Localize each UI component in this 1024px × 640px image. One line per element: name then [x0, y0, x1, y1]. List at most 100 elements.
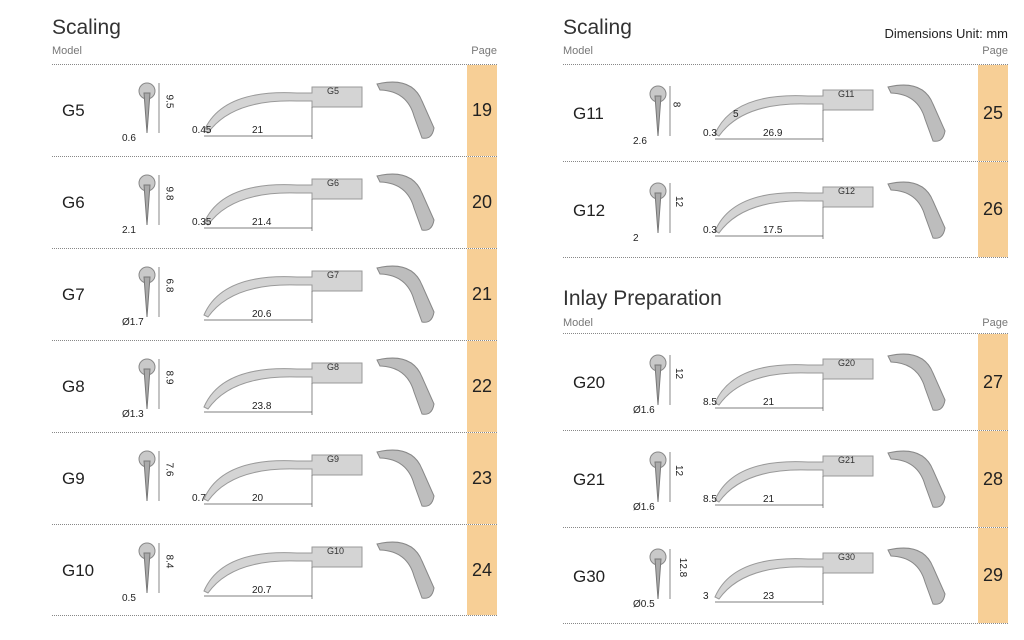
- tip-photo: [376, 173, 435, 231]
- product-row: G8 8.9 Ø1.3 G8 23.8 22: [52, 340, 497, 432]
- width-dimension: Ø1.6: [633, 404, 655, 416]
- length-dimension: 21: [763, 493, 775, 505]
- height-dimension: 12: [673, 464, 685, 476]
- front-view-illustration: [138, 542, 160, 594]
- side-view-illustration: [714, 358, 874, 411]
- tip-photo: [887, 547, 946, 605]
- product-row: G20 12 Ø1.6 G20 8.5 21 27: [563, 333, 1008, 430]
- front-view-illustration: [138, 358, 160, 410]
- tip-photo: [376, 449, 435, 507]
- front-view-illustration: [649, 354, 671, 405]
- tip-code: G10: [327, 546, 345, 556]
- side-view-illustration: [203, 454, 363, 507]
- tip-dimension: 0.3: [703, 127, 717, 139]
- width-dimension: 0.6: [122, 133, 136, 144]
- tip-code: G21: [838, 454, 856, 465]
- width-dimension: 2.1: [122, 225, 136, 236]
- length-dimension: 20: [252, 493, 264, 504]
- tip-photo: [887, 84, 946, 142]
- model-name: G11: [573, 103, 604, 123]
- page-number[interactable]: 19: [467, 65, 497, 156]
- tip-dimension: 8.5: [703, 396, 717, 408]
- page-number[interactable]: 28: [978, 431, 1008, 527]
- side-view-illustration: [203, 178, 363, 231]
- page-header: Page: [471, 45, 497, 57]
- model-name: G6: [62, 193, 85, 212]
- height-dimension: 8.4: [163, 554, 175, 569]
- side-view-illustration: [203, 86, 363, 139]
- section-title: Scaling: [52, 16, 121, 39]
- tip-photo: [376, 81, 435, 139]
- tip-photo: [376, 541, 435, 599]
- page-number[interactable]: 21: [467, 249, 497, 340]
- width-dimension: Ø1.3: [122, 409, 144, 420]
- height-dimension: 9.5: [163, 94, 175, 109]
- page-number[interactable]: 20: [467, 157, 497, 248]
- height-dimension: 12: [673, 195, 685, 207]
- product-row: G10 8.4 0.5 G10 20.7 24: [52, 524, 497, 616]
- tip-code: G5: [327, 86, 340, 96]
- tip-code: G9: [327, 454, 340, 464]
- length-dimension: 20.6: [252, 309, 272, 320]
- model-name: G30: [573, 566, 606, 586]
- page-number[interactable]: 23: [467, 433, 497, 524]
- side-view-illustration: [203, 362, 363, 415]
- model-header: Model: [563, 45, 593, 57]
- page-number[interactable]: 27: [978, 334, 1008, 430]
- side-view-illustration: [203, 270, 363, 323]
- tip-photo: [887, 450, 946, 508]
- product-row: G5 9.5 0.6 G5 0.45 21 19: [52, 64, 497, 156]
- height-dimension: 8: [670, 101, 682, 107]
- tip-code: G8: [327, 362, 340, 372]
- page-number[interactable]: 24: [467, 525, 497, 615]
- tip-dimension: 0.7: [192, 493, 206, 504]
- tip-code: G30: [838, 551, 856, 562]
- length-dimension: 20.7: [252, 585, 272, 596]
- side-view-illustration: [714, 186, 874, 239]
- front-view-illustration: [138, 174, 160, 226]
- height-dimension: 9.8: [163, 186, 175, 201]
- tip-dimension: 0.3: [703, 224, 717, 236]
- length-dimension: 23.8: [252, 401, 272, 412]
- height-dimension: 12.8: [677, 557, 689, 577]
- length-dimension: 21: [252, 125, 264, 136]
- tip-dimension: 3: [703, 590, 709, 602]
- front-view-illustration: [138, 266, 160, 318]
- product-row: G12 12 2 G12 0.3 17.5 26: [563, 161, 1008, 258]
- height-dimension: 6.8: [163, 278, 175, 293]
- width-dimension: 0.5: [122, 593, 136, 604]
- tip-dimension: 0.45: [192, 125, 212, 136]
- product-row: G30 12.8 Ø0.5 G30 3 23 29: [563, 527, 1008, 624]
- width-dimension: Ø1.7: [122, 317, 144, 328]
- tip-dimension: 8.5: [703, 493, 717, 505]
- page-number[interactable]: 26: [978, 162, 1008, 257]
- side-view-illustration: [714, 455, 874, 508]
- inlay-title: Inlay Preparation: [563, 287, 722, 310]
- tip-photo: [376, 357, 435, 415]
- model-name: G9: [62, 469, 85, 488]
- tip-dimension: 0.35: [192, 217, 212, 228]
- page-number[interactable]: 25: [978, 65, 1008, 161]
- tip-code: G12: [838, 185, 856, 196]
- model-header: Model: [563, 317, 593, 329]
- front-view-illustration: [649, 85, 671, 136]
- front-view-illustration: [649, 182, 671, 233]
- side-view-illustration: [714, 552, 874, 605]
- tip-code: G7: [327, 270, 340, 280]
- tip-code: G11: [838, 88, 855, 99]
- extra-dimension: 5: [733, 108, 739, 120]
- model-name: G7: [62, 285, 85, 304]
- tip-code: G6: [327, 178, 340, 188]
- width-dimension: Ø1.6: [633, 501, 655, 513]
- model-name: G10: [62, 561, 95, 580]
- side-view-illustration: [714, 89, 874, 142]
- front-view-illustration: [649, 451, 671, 502]
- product-row: G7 6.8 Ø1.7 G7 20.6 21: [52, 248, 497, 340]
- front-view-illustration: [649, 548, 671, 599]
- page-number[interactable]: 22: [467, 341, 497, 432]
- page-number[interactable]: 29: [978, 528, 1008, 623]
- tip-photo: [887, 181, 946, 239]
- page-header: Page: [982, 317, 1008, 329]
- front-view-illustration: [138, 450, 160, 502]
